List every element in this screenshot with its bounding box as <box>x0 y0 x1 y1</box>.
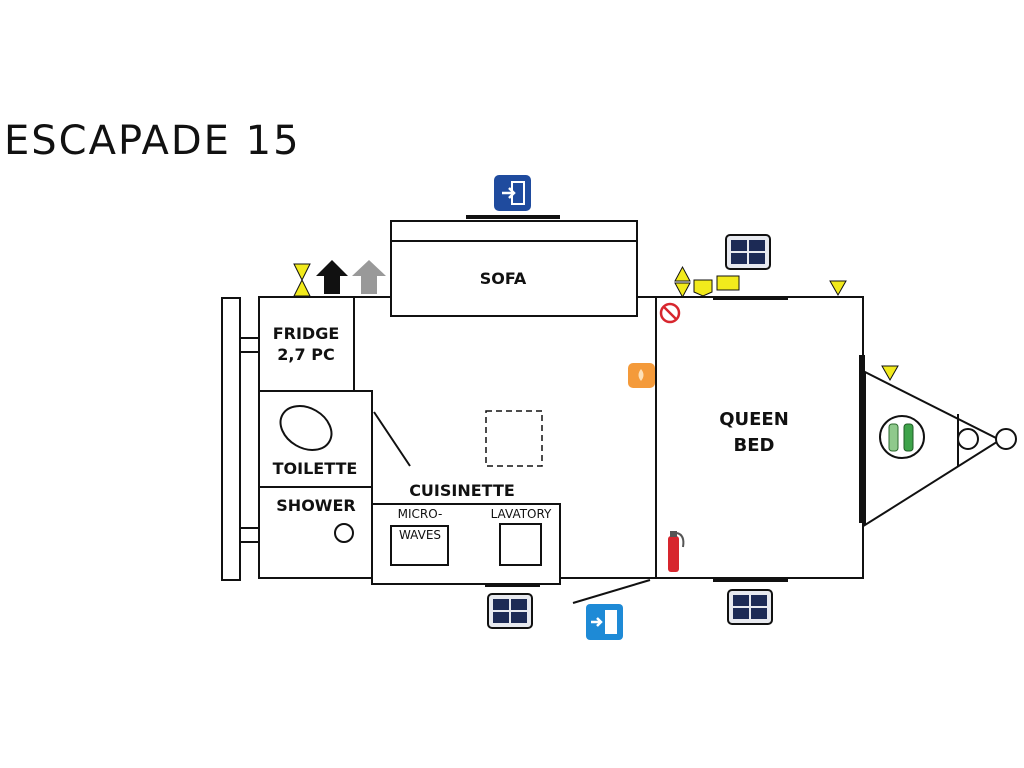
kitchen-counter[interactable] <box>371 503 561 585</box>
window-icon <box>725 234 771 270</box>
bed-label: QUEEN <box>719 409 789 430</box>
front-wall <box>859 355 865 523</box>
jack-icon <box>957 428 979 450</box>
microwave[interactable] <box>390 525 449 566</box>
microwave-label-2: WAVES <box>399 528 441 542</box>
marker-light-icon <box>293 263 899 382</box>
lavatory-sink[interactable] <box>499 523 542 566</box>
hitch-ball-icon <box>995 428 1017 450</box>
sofa-label: SOFA <box>480 269 527 288</box>
propane-tank-icon <box>888 423 914 452</box>
no-smoking-icon <box>659 302 681 324</box>
page-title: ESCAPADE 15 <box>4 118 301 164</box>
window-icon-3 <box>727 589 773 625</box>
fridge[interactable] <box>258 296 355 392</box>
fridge-label: FRIDGE <box>273 324 340 343</box>
fire-extinguisher-icon <box>668 531 685 572</box>
entry-door-icon[interactable] <box>494 175 531 211</box>
emergency-exit-icon[interactable] <box>586 604 623 640</box>
toilet-icon <box>279 405 333 451</box>
shower-drain-icon <box>334 523 354 543</box>
lavatory-label: LAVATORY <box>491 507 552 521</box>
kitchen-pointer <box>373 411 411 467</box>
microwave-label: MICRO- <box>398 507 443 521</box>
roof-vent-icon-2 <box>352 260 386 294</box>
heater-icon <box>628 363 655 388</box>
roof-skylight <box>485 410 543 467</box>
toilet-label: TOILETTE <box>273 459 358 478</box>
propane-compartment <box>879 415 925 459</box>
sofa-slideout <box>390 220 638 242</box>
shower-label: SHOWER <box>276 496 355 515</box>
window-icon-2 <box>487 593 533 629</box>
door-swing <box>572 579 651 604</box>
bed-label-2: BED <box>734 435 775 456</box>
roof-vent-icon <box>316 260 348 294</box>
kitchen-label: CUISINETTE <box>409 481 515 500</box>
sofa[interactable] <box>390 240 638 317</box>
rear-bumper <box>221 297 241 581</box>
fridge-capacity-label: 2,7 PC <box>277 345 334 364</box>
trailer-tongue <box>864 370 1003 527</box>
